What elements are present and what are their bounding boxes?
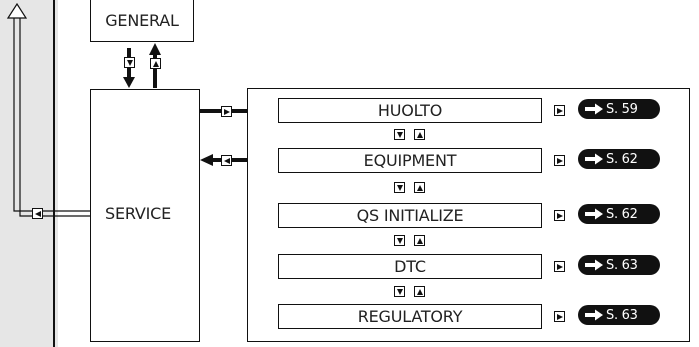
return-path-arrow [6, 2, 90, 217]
key-up-icon [414, 286, 425, 297]
page-reference-text: S. 59 [606, 101, 638, 117]
key-left-icon [32, 208, 43, 219]
key-right-icon [221, 106, 232, 117]
page-reference-text: S. 63 [606, 257, 638, 273]
key-up-icon [414, 182, 425, 193]
general-box: GENERAL [90, 0, 194, 42]
page-reference-badge[interactable]: S. 59 [578, 99, 660, 119]
menu-item-regulatory: REGULATORY [278, 304, 542, 329]
left-boundary-line [53, 0, 55, 347]
key-right-icon [554, 210, 565, 221]
page-reference-badge[interactable]: S. 63 [578, 305, 660, 325]
page-reference-badge[interactable]: S. 62 [578, 204, 660, 224]
key-down-icon [394, 286, 405, 297]
menu-item-equipment: EQUIPMENT [278, 148, 542, 173]
menu-item-label: QS INITIALIZE [356, 206, 464, 225]
service-box: SERVICE [90, 89, 200, 342]
page-reference-badge[interactable]: S. 62 [578, 149, 660, 169]
reference-arrow-icon [585, 103, 603, 115]
reference-arrow-icon [585, 153, 603, 165]
page-reference-badge[interactable]: S. 63 [578, 255, 660, 275]
menu-item-label: HUOLTO [377, 101, 443, 120]
key-down-icon [394, 182, 405, 193]
key-up-icon [414, 235, 425, 246]
menu-item-label: REGULATORY [357, 307, 463, 326]
page-reference-text: S. 63 [606, 307, 638, 323]
menu-item-dtc: DTC [278, 254, 542, 279]
menu-item-label: DTC [394, 257, 426, 276]
reference-arrow-icon [585, 208, 603, 220]
page-reference-text: S. 62 [606, 151, 638, 167]
menu-item-qs-initialize: QS INITIALIZE [278, 203, 542, 228]
key-right-icon [554, 155, 565, 166]
key-up-icon [414, 129, 425, 140]
key-up-icon [150, 58, 161, 69]
service-label: SERVICE [105, 204, 172, 223]
general-label: GENERAL [105, 11, 179, 30]
menu-item-label: EQUIPMENT [363, 151, 457, 170]
key-right-icon [554, 105, 565, 116]
key-right-icon [554, 311, 565, 322]
reference-arrow-icon [585, 309, 603, 321]
key-down-icon [394, 235, 405, 246]
menu-item-huolto: HUOLTO [278, 98, 542, 123]
key-right-icon [554, 261, 565, 272]
key-down-icon [124, 57, 135, 68]
reference-arrow-icon [585, 259, 603, 271]
page-reference-text: S. 62 [606, 206, 638, 222]
key-left-icon [221, 155, 232, 166]
key-down-icon [394, 129, 405, 140]
down-arrow-general-to-service [123, 48, 135, 88]
